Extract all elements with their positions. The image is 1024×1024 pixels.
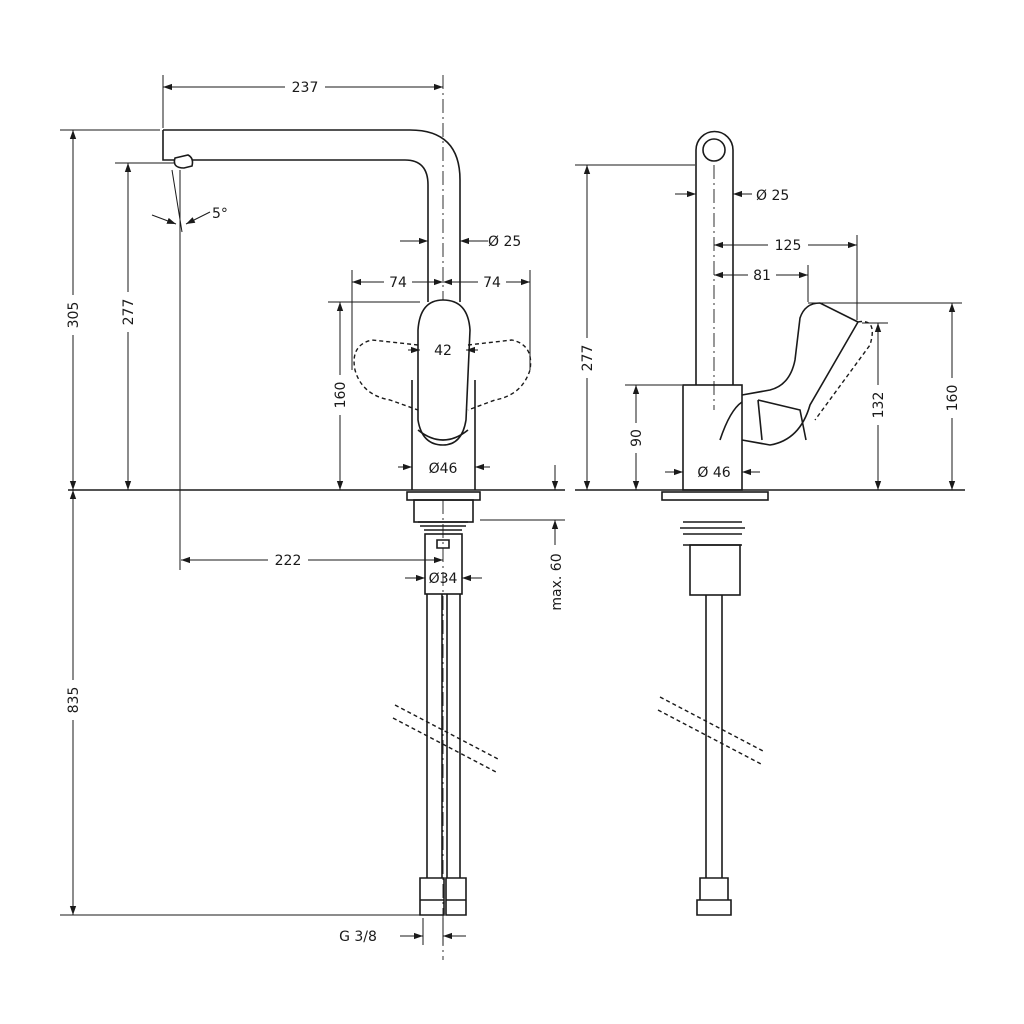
body-side [682, 384, 743, 491]
lever-swing-right [467, 339, 532, 411]
lever-swing-left [353, 339, 419, 411]
dim-angle: 5° [212, 206, 228, 222]
dim-reach: 222 [275, 553, 302, 569]
dim-lever-reach: 125 [775, 238, 802, 254]
lever [417, 299, 471, 446]
dim-835: 835 [66, 687, 82, 714]
dim-side-277: 277 [580, 345, 596, 372]
dim-lever-height: 160 [333, 382, 349, 409]
dim-swing-right: 74 [483, 275, 501, 291]
dim-side-spout-diameter: Ø 25 [756, 188, 789, 204]
lever-side [719, 302, 860, 446]
dim-237: 237 [292, 80, 319, 96]
dim-connection: G 3/8 [339, 929, 377, 945]
dim-lever-offset: 81 [753, 268, 771, 284]
dim-spout-diameter: Ø 25 [488, 234, 521, 250]
dim-side-body-diameter: Ø 46 [697, 465, 730, 481]
dim-side-lever-height: 160 [945, 385, 961, 412]
aerator [173, 154, 194, 169]
dim-body-height: 90 [629, 429, 645, 447]
hose-fittings [419, 877, 467, 916]
dim-shank-diameter: Ø34 [429, 571, 458, 587]
spout [162, 129, 461, 302]
dim-max-thickness: max. 60 [549, 553, 565, 610]
side-view: 277 Ø 25 125 81 90 Ø 46 132 160 [575, 130, 965, 916]
dim-277: 277 [121, 299, 137, 326]
hose-fitting-side [696, 877, 732, 916]
front-view: 237 305 277 835 5° Ø 25 74 74 42 160 Ø46 [60, 75, 565, 960]
dim-lever-width: 42 [434, 343, 452, 359]
break-lines-side [657, 696, 766, 766]
dim-305: 305 [66, 302, 82, 329]
break-lines [392, 704, 501, 774]
spout-side [695, 130, 734, 385]
dim-body-diameter: Ø46 [429, 461, 458, 477]
dim-swing-left: 74 [389, 275, 407, 291]
dim-lever-tip-height: 132 [871, 392, 887, 419]
